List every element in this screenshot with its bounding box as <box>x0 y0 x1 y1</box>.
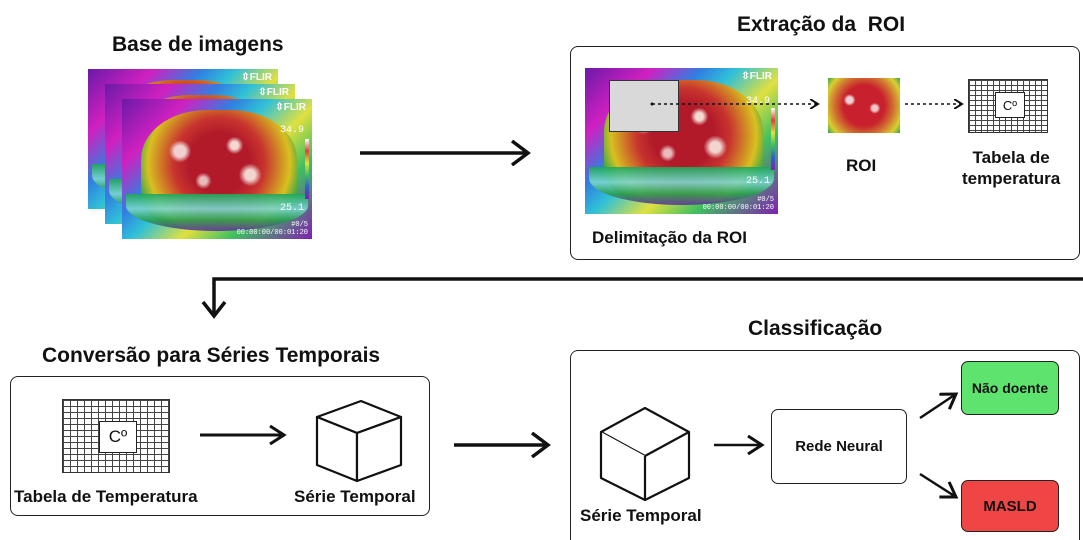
flir-logo: ⇳FLIR <box>241 72 272 83</box>
arrow-network-to-masld <box>919 472 956 497</box>
title-conversao: Conversão para Séries Temporais <box>42 344 381 367</box>
title-base-de-imagens: Base de imagens <box>112 33 284 56</box>
temp-low: 25.1 <box>279 203 304 214</box>
celsius-box: Cº <box>99 421 137 453</box>
title-extracao-roi: Extração da ROI <box>737 13 906 36</box>
celsius-box: Cº <box>995 92 1025 118</box>
roi-selection-box <box>609 80 679 132</box>
not-sick-output: Não doente <box>961 361 1059 415</box>
masld-output: MASLD <box>961 480 1059 532</box>
classification-cube-icon <box>599 406 691 502</box>
temp-high: 34.9 <box>279 125 304 136</box>
temperature-table-grid: Cº <box>968 79 1048 133</box>
roi-thumbnail <box>828 78 900 133</box>
time-series-cube-icon <box>315 399 403 483</box>
delimitation-label: Delimitação da ROI <box>592 228 747 247</box>
neural-network-box: Rede Neural <box>771 409 907 484</box>
connector-extraction-to-conversion <box>212 277 1083 315</box>
conversion-series-label: Série Temporal <box>294 487 416 506</box>
flir-logo: ⇳FLIR <box>258 87 289 98</box>
temp-high: 34.9 <box>745 96 770 107</box>
roi-label: ROI <box>846 156 877 175</box>
flir-logo: ⇳FLIR <box>275 102 306 113</box>
title-classificacao: Classificação <box>748 317 883 340</box>
classification-series-label: Série Temporal <box>580 506 702 525</box>
temp-low: 25.1 <box>745 176 770 187</box>
flir-logo: ⇳FLIR <box>741 71 772 82</box>
conversion-table-grid: Cº <box>62 399 170 473</box>
arrow-network-to-healthy <box>919 394 956 420</box>
conversion-table-label: Tabela de Temperatura <box>14 487 198 506</box>
